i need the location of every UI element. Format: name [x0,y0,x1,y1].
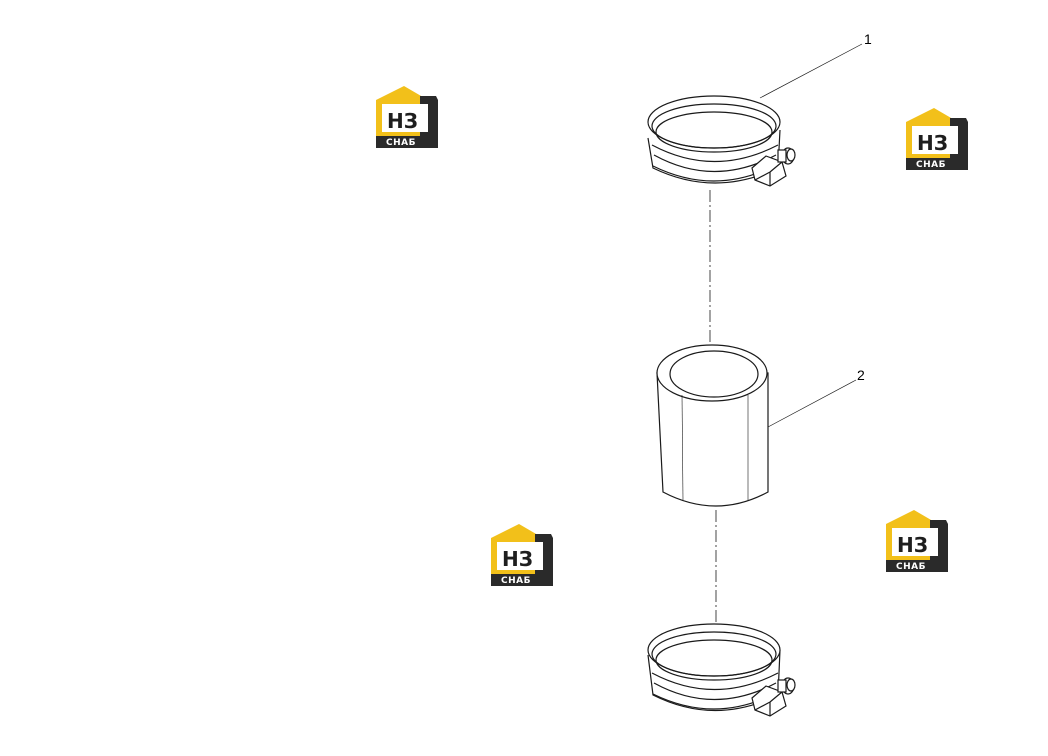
logo-sub-text: СНАБ [916,160,946,170]
logo-sub-text: СНАБ [896,562,926,572]
callout-2: 2 [857,367,865,383]
leader-line-2 [767,379,857,428]
logo-sub-text: СНАБ [501,576,531,586]
watermark-logo: НЗ СНАБ [906,108,968,170]
watermark-logo: НЗ СНАБ [376,86,438,148]
logo-sub-text: СНАБ [386,138,416,148]
leader-line-1 [759,43,863,99]
logo-mark-text: НЗ [897,533,928,557]
hose-clamp-bottom [647,623,796,717]
logo-mark-text: НЗ [502,547,533,571]
logo-mark-text: НЗ [917,131,948,155]
callout-1: 1 [864,31,872,47]
hose-clamp-top [647,95,796,187]
leader-lines [759,43,863,428]
logo-mark-text: НЗ [387,109,418,133]
watermark-logo: НЗ СНАБ [491,524,553,586]
hose-sleeve [656,344,769,507]
watermark-logo: НЗ СНАБ [886,510,948,572]
